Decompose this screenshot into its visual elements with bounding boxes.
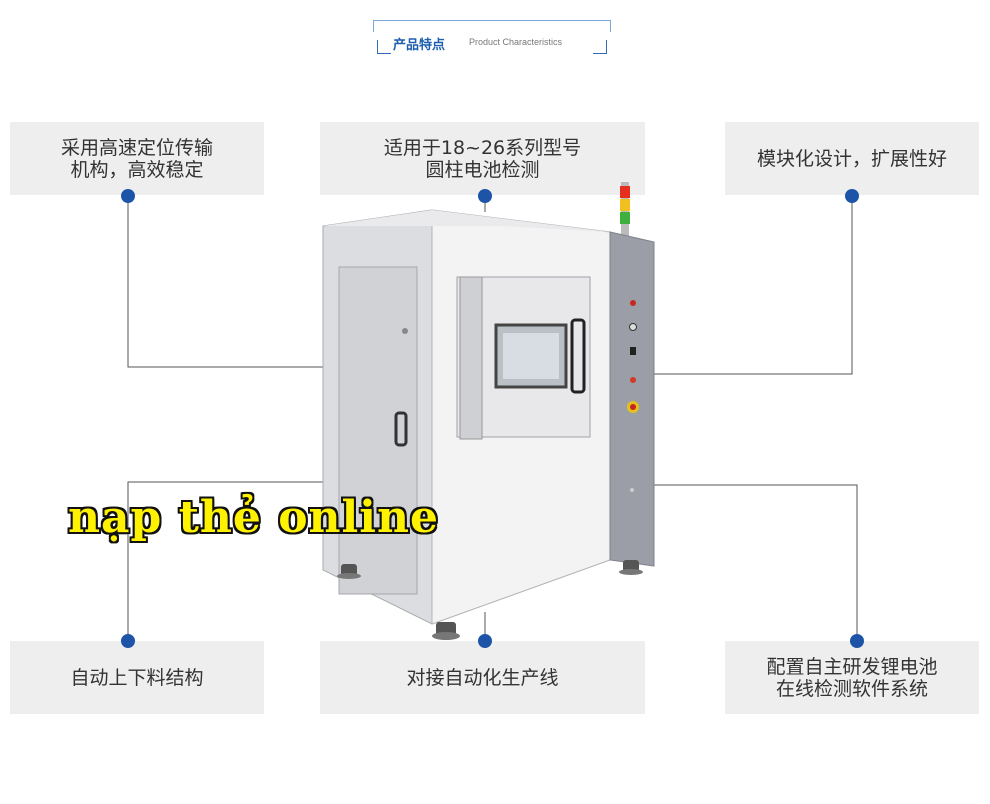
- feature-box-production-line: 对接自动化生产线: [320, 641, 645, 714]
- control-panel: [609, 231, 655, 567]
- feature-box-auto-loading: 自动上下料结构: [10, 641, 264, 714]
- connector-dots: [121, 189, 864, 648]
- section-title-en: Product Characteristics: [469, 37, 563, 47]
- feature-box-compatibility: 适用于18~26系列型号 圆柱电池检测: [320, 122, 645, 195]
- section-title-badge: 产品特点 Product Characteristics: [373, 20, 611, 54]
- feature-box-modular: 模块化设计，扩展性好: [725, 122, 979, 195]
- section-title-cn: 产品特点: [393, 38, 446, 53]
- feature-text-line: 圆柱电池检测: [425, 158, 540, 181]
- side-door: [338, 266, 418, 595]
- feature-text-line: 自动上下料结构: [70, 666, 204, 689]
- feature-text-line: 采用高速定位传输: [60, 136, 213, 159]
- door-handle: [570, 318, 586, 394]
- signal-tower-icon: [620, 182, 630, 238]
- feature-text-line: 适用于18~26系列型号: [383, 136, 582, 159]
- connector-lines: [127, 196, 858, 641]
- feature-box-software: 配置自主研发锂电池 在线检测软件系统: [725, 641, 979, 714]
- feature-text-line: 在线检测软件系统: [775, 677, 928, 700]
- feature-text-line: 配置自主研发锂电池: [766, 655, 938, 678]
- side-handle: [394, 411, 408, 447]
- leveling-feet: [337, 560, 643, 640]
- feature-box-positioning: 采用高速定位传输 机构，高效稳定: [10, 122, 264, 195]
- feature-text-line: 机构，高效稳定: [70, 158, 204, 181]
- feature-text-line: 对接自动化生产线: [406, 666, 559, 689]
- watermark-text: nạp thẻ online: [68, 492, 439, 543]
- feature-text-line: 模块化设计，扩展性好: [756, 147, 947, 170]
